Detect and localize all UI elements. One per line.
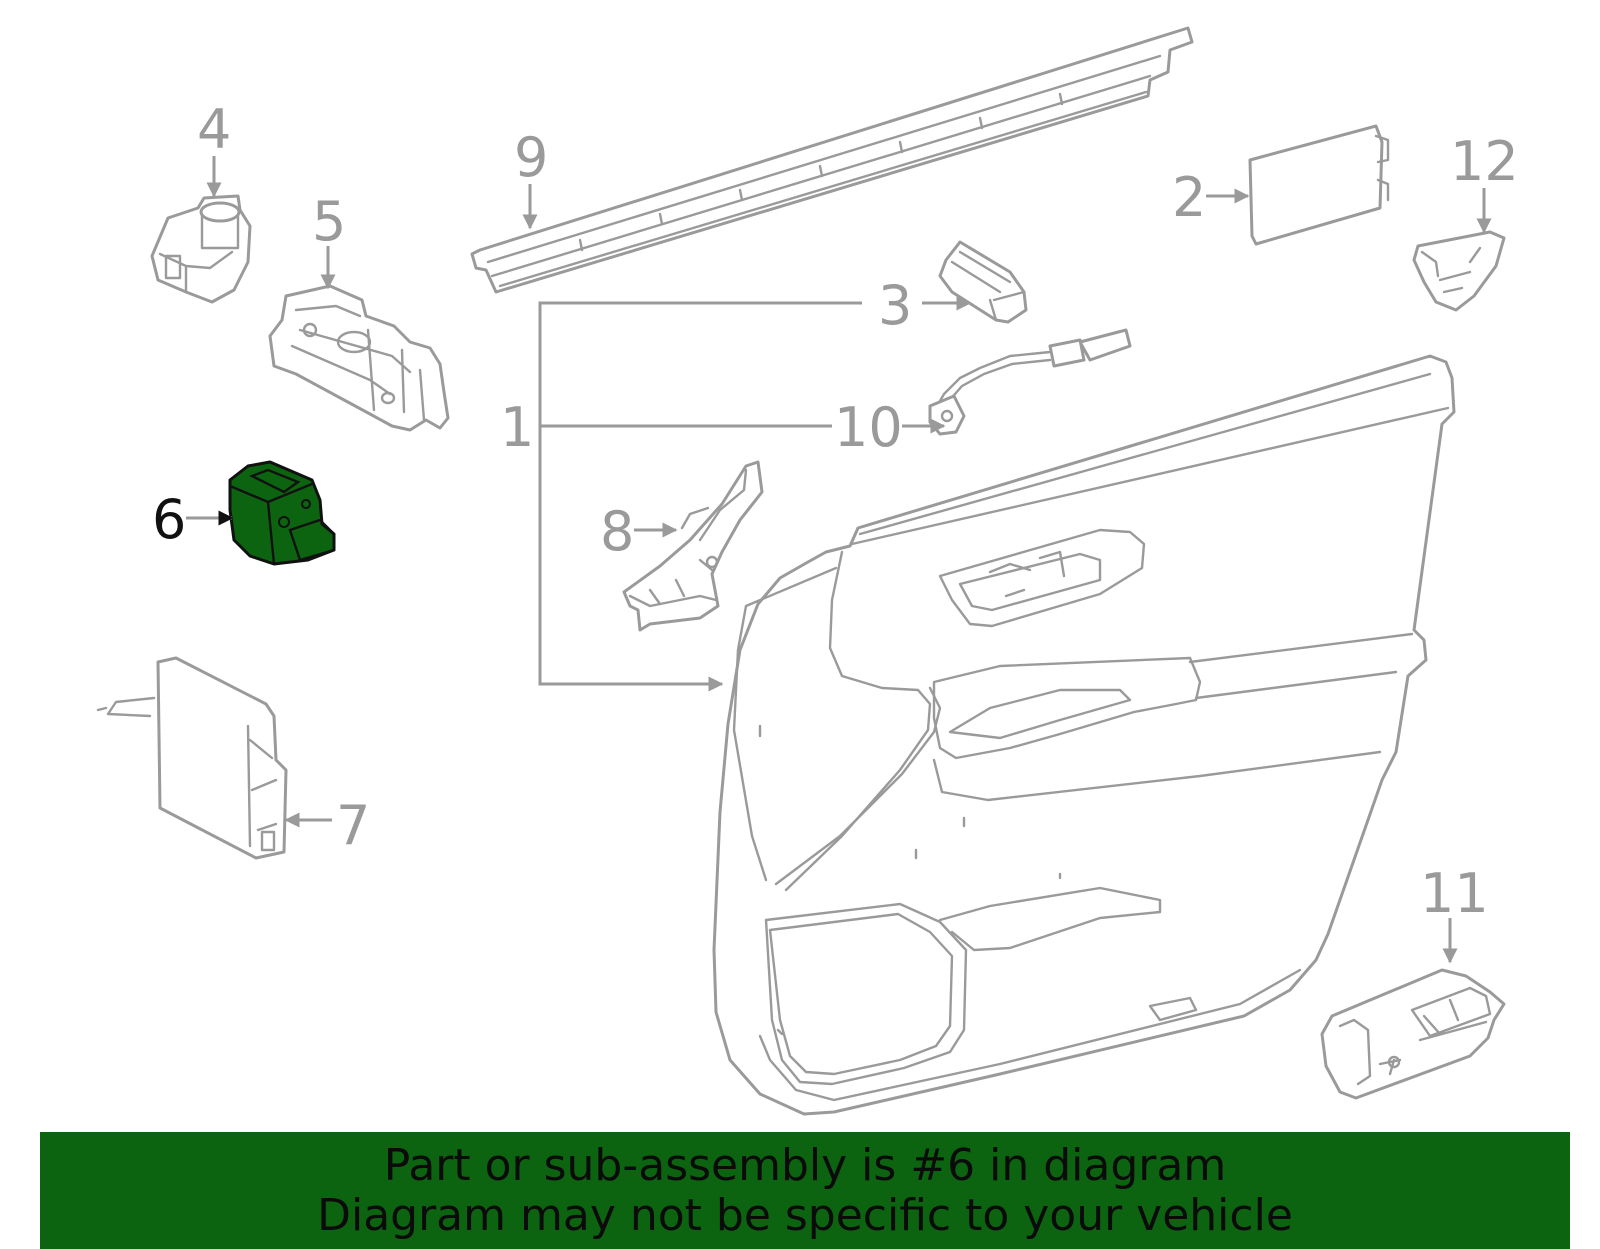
part-10-harness[interactable] bbox=[928, 328, 1132, 436]
callout-6: 6 bbox=[152, 488, 186, 551]
part-2-cover-panel[interactable] bbox=[1248, 124, 1390, 246]
part-5-master-switch[interactable] bbox=[268, 284, 450, 432]
callout-11: 11 bbox=[1420, 862, 1489, 925]
callout-2: 2 bbox=[1172, 166, 1206, 229]
callout-3: 3 bbox=[878, 274, 912, 337]
callout-labels: 1 2 3 4 5 6 7 8 9 10 11 12 bbox=[152, 98, 1519, 925]
part-8-handle-bracket[interactable] bbox=[622, 460, 764, 632]
part-4-switch[interactable] bbox=[150, 194, 252, 304]
part-3-connector[interactable] bbox=[938, 240, 1028, 324]
callout-10: 10 bbox=[834, 396, 903, 459]
part-11-inner-handle[interactable] bbox=[1320, 968, 1506, 1100]
leader-lines bbox=[186, 156, 1492, 964]
part-12-trim-piece[interactable] bbox=[1412, 230, 1506, 312]
callout-8: 8 bbox=[600, 500, 634, 563]
part-9-belt-weatherstrip[interactable] bbox=[470, 26, 1194, 294]
callout-1: 1 bbox=[500, 396, 534, 459]
part-1-door-trim-panel[interactable] bbox=[712, 354, 1456, 1116]
info-banner: Part or sub-assembly is #6 in diagram Di… bbox=[40, 1132, 1570, 1249]
banner-line-part: Part or sub-assembly is #6 in diagram bbox=[383, 1139, 1227, 1191]
callout-9: 9 bbox=[514, 126, 548, 189]
banner-line-disclaimer: Diagram may not be specific to your vehi… bbox=[317, 1189, 1293, 1241]
part-7-control-module[interactable] bbox=[96, 656, 288, 860]
callout-4: 4 bbox=[197, 98, 231, 161]
callout-7: 7 bbox=[336, 794, 370, 857]
part-6-highlighted-switch[interactable] bbox=[228, 460, 336, 566]
callout-12: 12 bbox=[1450, 130, 1519, 193]
callout-5: 5 bbox=[312, 190, 346, 253]
parts-diagram: 1 2 3 4 5 6 7 8 9 10 11 12 bbox=[96, 26, 1519, 1116]
